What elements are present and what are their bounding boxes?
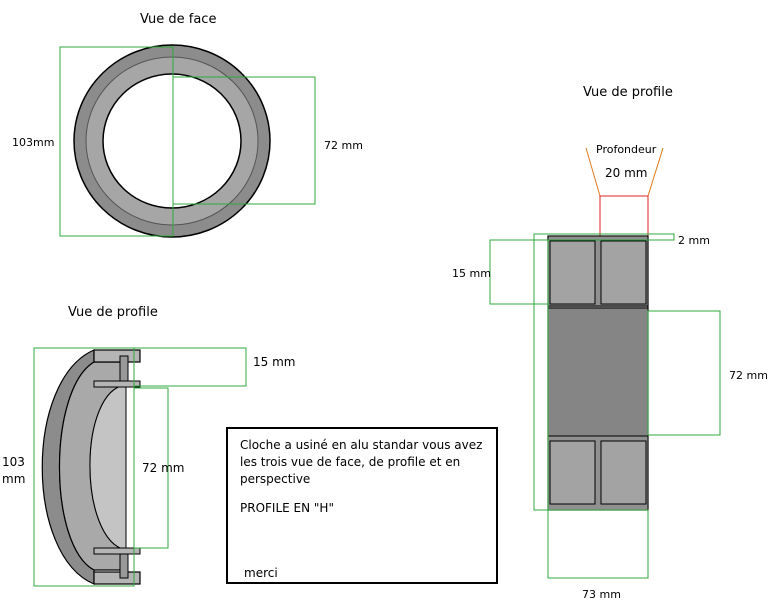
depth-dim-label: 20 mm	[605, 166, 647, 180]
right-width-dim-label: 73 mm	[582, 588, 621, 601]
left-bottom-flange-2	[93, 547, 141, 555]
depth-line-right	[647, 147, 664, 197]
right-flange-dim-label: 15 mm	[452, 267, 491, 280]
right-wall-dim-box	[533, 233, 675, 241]
right-outer-dim-box	[533, 239, 549, 511]
side-view-left: Vue de profile 15 mm 72 mm 103 mm	[2, 305, 295, 587]
depth-box	[599, 195, 649, 241]
side-view-right-title: Vue de profile	[583, 85, 673, 100]
note-box: Cloche a usiné en alu standar vous avez …	[226, 427, 498, 584]
right-middle-section	[547, 307, 649, 437]
left-outer-dim-label-1: 103	[2, 455, 25, 469]
note-line-profile: PROFILE EN "H"	[240, 501, 334, 515]
side-view-left-title: Vue de profile	[68, 305, 158, 320]
left-inner-dim-label: 72 mm	[142, 461, 184, 475]
left-flange-dim-box	[133, 347, 247, 387]
right-flange-dim-box	[489, 239, 549, 305]
front-view-title: Vue de face	[140, 12, 216, 27]
front-inner-dim-box	[172, 76, 316, 205]
left-top-flange	[93, 349, 141, 363]
note-line-thanks: merci	[244, 566, 278, 580]
left-inner-dim-box	[133, 387, 169, 549]
right-inner-dim-label: 72 mm	[729, 369, 768, 382]
right-inner-dim-box	[647, 310, 721, 436]
right-bottom-pocket-left	[549, 440, 596, 505]
depth-line-left	[585, 147, 601, 197]
left-bottom-flange	[93, 571, 141, 585]
right-bottom-pocket-right	[600, 440, 647, 505]
note-line-description: Cloche a usiné en alu standar vous avez …	[240, 438, 483, 486]
right-wall-dim-label: 2 mm	[678, 234, 710, 247]
right-top-pocket-right	[600, 240, 647, 305]
front-ring-hole	[102, 73, 242, 209]
front-inner-dim-label: 72 mm	[324, 139, 363, 152]
left-outer-dim-label-2: mm	[2, 472, 25, 486]
left-inner-surface	[89, 384, 127, 551]
side-view-right: Vue de profile Profondeur 20 mm 2 mm 15 …	[452, 85, 768, 601]
front-view: Vue de face 103mm 72 mm	[12, 12, 363, 238]
right-top-pocket-left	[549, 240, 596, 305]
left-flange-dim-label: 15 mm	[253, 355, 295, 369]
depth-label: Profondeur	[596, 143, 657, 156]
left-top-flange-2	[93, 380, 141, 388]
right-width-dim-box	[547, 509, 649, 579]
front-outer-dim-label: 103mm	[12, 136, 54, 149]
